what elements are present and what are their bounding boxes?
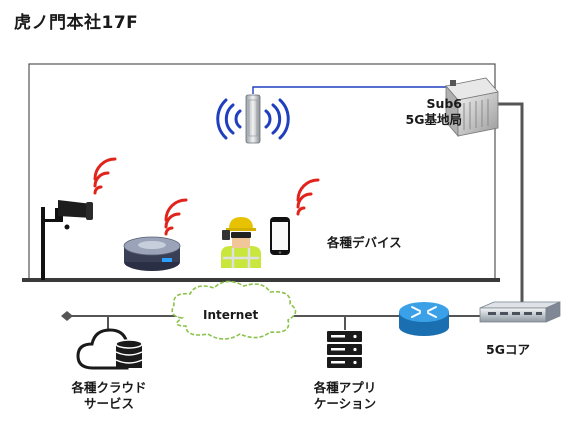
applications-line2: ケーション	[313, 396, 377, 411]
router-icon	[399, 302, 449, 336]
antenna-link-line	[252, 86, 446, 94]
core-link-line	[497, 102, 524, 302]
robot-wifi-icon	[164, 198, 188, 236]
base-station-label-line1: Sub6	[426, 96, 462, 111]
base-station-label-line2: 5G基地局	[405, 112, 462, 127]
devices-label: 各種デバイス	[327, 235, 402, 250]
camera-wifi-icon	[93, 157, 117, 195]
page-title: 虎ノ門本社17F	[14, 13, 139, 33]
app-server-icon	[327, 331, 362, 368]
security-camera-icon	[41, 200, 93, 280]
antenna-icon	[216, 94, 290, 144]
internet-label: Internet	[203, 308, 259, 322]
internet-cloud-icon	[171, 280, 297, 340]
worker-icon	[221, 217, 261, 268]
cloud-services-label: 各種クラウド サービス	[64, 380, 154, 412]
cloud-services-line2: サービス	[83, 396, 134, 411]
applications-line1: 各種アプリ	[313, 380, 377, 395]
core-label: 5Gコア	[486, 342, 530, 357]
core-server-icon	[479, 301, 561, 323]
base-station-label: Sub6 5G基地局	[406, 96, 462, 128]
applications-label: 各種アプリ ケーション	[300, 380, 390, 412]
smartphone-icon	[270, 217, 290, 255]
cloud-services-line1: 各種クラウド	[71, 380, 147, 395]
cloud-database-icon	[76, 328, 143, 370]
phone-wifi-icon	[296, 178, 320, 216]
robot-icon	[123, 236, 181, 271]
base-station-icon	[445, 77, 499, 138]
backbone-end-marker	[61, 311, 73, 321]
